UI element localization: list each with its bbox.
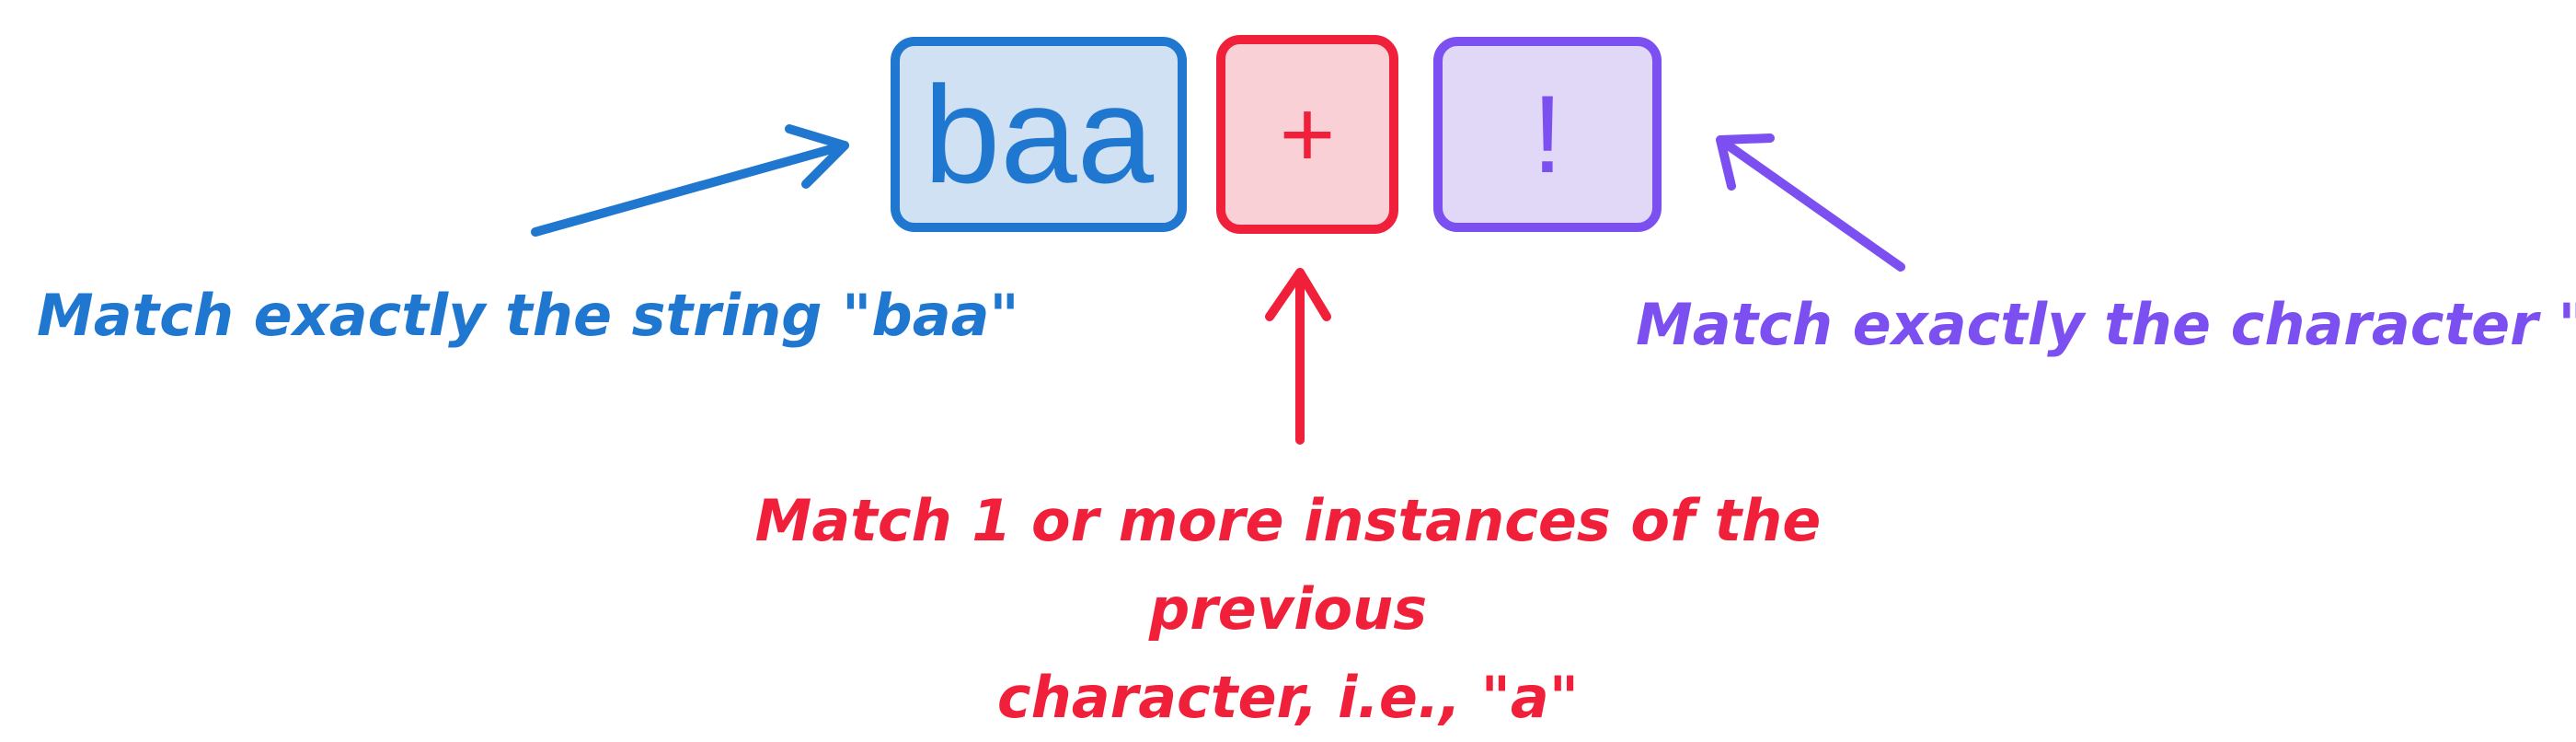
quantifier-token-text: + bbox=[1279, 80, 1336, 188]
bang-token-text: ! bbox=[1532, 73, 1563, 196]
literal-annotation: Match exactly the string "baa" bbox=[37, 282, 1019, 349]
regex-diagram: baa + ! Match exactly the string "baa" M… bbox=[37, 35, 2576, 731]
bang-annotation: Match exactly the character "!" bbox=[1636, 291, 2576, 358]
quantifier-token-box: + bbox=[1216, 35, 1398, 234]
literal-token-text: baa bbox=[923, 56, 1155, 212]
bang-token-box: ! bbox=[1433, 37, 1662, 232]
quantifier-annotation-line1: Match 1 or more instances of the previou… bbox=[754, 487, 1822, 643]
annotation-arrows bbox=[531, 124, 1905, 445]
quantifier-annotation: Match 1 or more instances of the previou… bbox=[644, 477, 1932, 742]
quantifier-annotation-line2: character, i.e., "a" bbox=[996, 664, 1580, 731]
arrow-to-bang bbox=[1716, 133, 1905, 272]
arrow-to-literal bbox=[531, 124, 849, 237]
literal-token-box: baa bbox=[891, 37, 1187, 232]
arrow-to-quantifier bbox=[1265, 268, 1331, 445]
